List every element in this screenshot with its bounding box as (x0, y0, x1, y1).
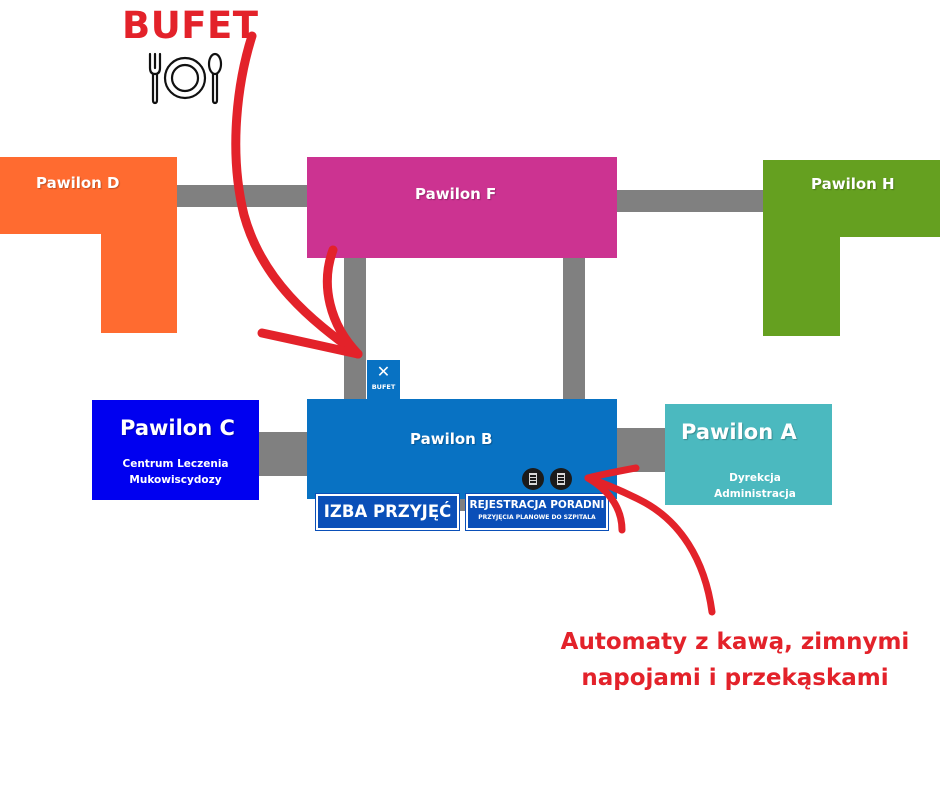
vending-machines-note: Automaty z kawą, zimnymi napojami i prze… (540, 624, 930, 696)
cutlery-plate-icon (148, 52, 223, 105)
bufet-arrow-head-2 (322, 245, 363, 359)
pawilon-f-label: Pawilon F (415, 185, 497, 203)
rejestracja-sublabel: PRZYJĘCIA PLANOWE DO SZPITALA (478, 514, 596, 521)
pawilon-c[interactable]: Pawilon C Centrum Leczenia Mukowiscydozy (92, 400, 259, 500)
vending-machine-icon[interactable] (550, 468, 572, 490)
pawilon-b-label: Pawilon B (410, 430, 493, 448)
bufet-arrow-shaft (231, 31, 363, 359)
pawilon-h-label: Pawilon H (811, 175, 895, 193)
pawilon-d-label: Pawilon D (36, 174, 120, 192)
rejestracja-poradni-sign[interactable]: REJESTRACJA PORADNI PRZYJĘCIA PLANOWE DO… (465, 493, 609, 531)
rejestracja-label: REJESTRACJA PORADNI (469, 499, 605, 511)
pawilon-c-label: Pawilon C (120, 416, 235, 440)
fork-spoon-icon: ✕ (376, 362, 391, 381)
pawilon-d-wing-down (101, 157, 177, 333)
corridor-f-b-left (344, 258, 366, 399)
vending-arrow-head-1 (584, 464, 640, 482)
vending-note-line-1: Automaty z kawą, zimnymi (560, 629, 910, 655)
corridor-f-h (617, 190, 763, 212)
corridor-f-b-right (563, 258, 585, 399)
vending-arrow-head-2 (584, 474, 626, 534)
vending-machine-icon[interactable] (522, 468, 544, 490)
bufet-badge-label: BUFET (371, 383, 396, 391)
vending-arrow-shaft (584, 474, 716, 616)
pawilon-a-label: Pawilon A (681, 420, 797, 444)
pawilon-a[interactable]: Pawilon A Dyrekcja Administracja (665, 404, 832, 505)
vending-note-line-2: napojami i przekąskami (581, 665, 889, 691)
pawilon-a-subtitle-1: Dyrekcja (729, 472, 781, 484)
pawilon-f[interactable]: Pawilon F (307, 157, 617, 258)
izba-przyjec-sign[interactable]: IZBA PRZYJĘĆ (315, 493, 460, 531)
corridor-c-b (259, 432, 307, 476)
bufet-badge[interactable]: ✕ BUFET (367, 360, 400, 399)
bufet-arrow-head-1 (257, 328, 363, 359)
pawilon-h-wing-down (763, 160, 840, 336)
pawilon-c-subtitle-2: Mukowiscydozy (129, 474, 222, 486)
corridor-b-a (617, 428, 665, 472)
corridor-b-signs-gap (455, 499, 466, 511)
pawilon-c-subtitle-1: Centrum Leczenia (122, 458, 229, 470)
pawilon-a-subtitle-2: Administracja (714, 488, 796, 500)
bufet-callout-title: BUFET (122, 4, 259, 47)
